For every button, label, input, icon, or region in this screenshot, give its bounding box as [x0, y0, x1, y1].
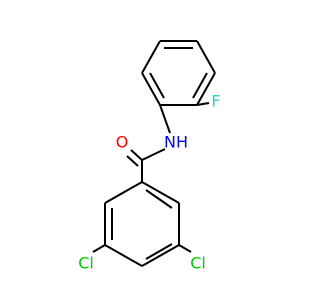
- double-bond-inner: [145, 243, 173, 260]
- bond: [141, 72, 161, 106]
- dichlorophenyl-ring: [104, 181, 180, 267]
- bond-n-carbonyl: [141, 148, 166, 161]
- bond-c-f-visible: [196, 102, 210, 106]
- molecule-structure: O NH F Cl Cl: [78, 40, 221, 273]
- double-bond-inner: [145, 189, 173, 209]
- bond: [130, 149, 143, 161]
- nitrogen-atom-label: NH: [164, 133, 188, 152]
- double-bond-inner: [192, 72, 208, 99]
- fluorine-atom-label: F: [211, 92, 220, 111]
- bond: [104, 181, 143, 204]
- chlorine-right-atom-label: Cl: [190, 254, 206, 273]
- bond: [141, 181, 180, 204]
- bond: [196, 40, 216, 74]
- bond: [141, 40, 161, 74]
- bond: [141, 244, 180, 267]
- bond-c-n-visible: [159, 104, 171, 134]
- double-bond-inner: [149, 72, 165, 99]
- bond: [196, 72, 216, 106]
- bond-c-cl-right: [178, 244, 192, 253]
- fluorophenyl-ring: [141, 40, 216, 106]
- chlorine-left-atom-label: Cl: [78, 254, 94, 273]
- bond-c-cl-left: [92, 244, 106, 253]
- carbonyl-double-bond: [126, 149, 143, 167]
- oxygen-atom-label: O: [116, 133, 129, 152]
- bond: [104, 244, 143, 267]
- bond: [126, 155, 139, 167]
